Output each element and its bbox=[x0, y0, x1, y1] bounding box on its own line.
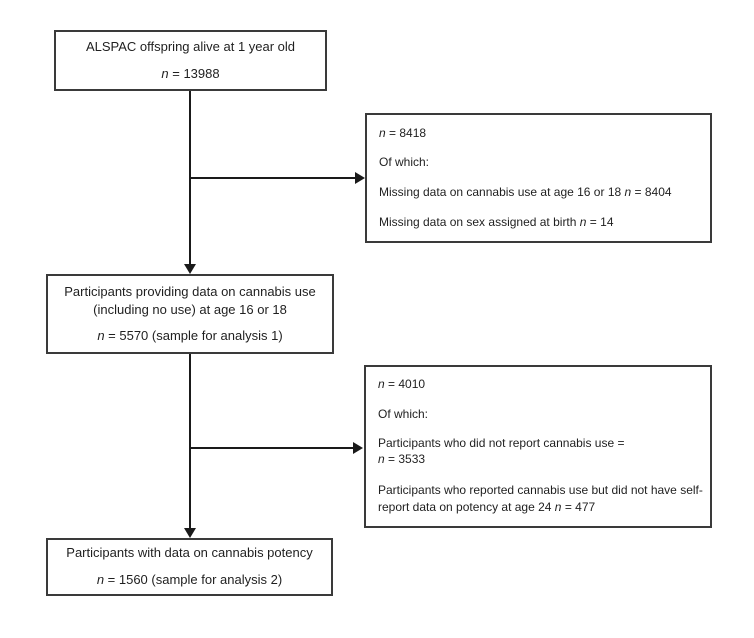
exclusion-item: Missing data on cannabis use at age 16 o… bbox=[379, 185, 672, 201]
italic-n: n bbox=[161, 65, 169, 81]
italic-n: n bbox=[579, 214, 587, 229]
node-count: n = 1560 (sample for analysis 2) bbox=[97, 572, 282, 589]
italic-n: n bbox=[378, 452, 385, 467]
item-count: = 8404 bbox=[631, 185, 672, 199]
exclusion-count: n = 8418 bbox=[379, 126, 426, 142]
node-title-line1: Participants providing data on cannabis … bbox=[64, 284, 316, 299]
node-analysis-1: Participants providing data on cannabis … bbox=[46, 274, 334, 354]
italic-n: n bbox=[379, 125, 386, 140]
item-text: Participants who did not report cannabis… bbox=[378, 436, 625, 451]
node-title-line2: (including no use) at age 16 or 18 bbox=[93, 301, 287, 317]
item-count: = 3533 bbox=[384, 452, 426, 467]
connector-branch-exclusion1 bbox=[189, 177, 356, 179]
italic-n: n bbox=[378, 377, 385, 392]
exclusion-item: Participants who did not report cannabis… bbox=[378, 436, 624, 467]
node-title-group: Participants providing data on cannabis … bbox=[64, 283, 316, 318]
arrowhead-right-icon bbox=[353, 442, 363, 454]
node-alspac-offspring: ALSPAC offspring alive at 1 year old n =… bbox=[54, 30, 327, 91]
of-which-label: Of which: bbox=[379, 155, 430, 170]
node-exclusion-1: n = 8418 Of which: Missing data on canna… bbox=[365, 113, 712, 243]
arrowhead-right-icon bbox=[355, 172, 365, 184]
arrowhead-down-icon bbox=[184, 528, 196, 538]
italic-n: n bbox=[97, 328, 105, 344]
count-text: = 13988 bbox=[168, 65, 220, 81]
italic-n: n bbox=[96, 572, 105, 587]
count-text: = 1560 (sample for analysis 2) bbox=[104, 572, 283, 587]
exclusion-count: n = 4010 bbox=[378, 377, 425, 393]
item-text: Participants who reported cannabis use b… bbox=[378, 482, 703, 514]
count-text: = 4010 bbox=[384, 377, 426, 392]
item-text: Missing data on sex assigned at birth bbox=[379, 214, 580, 229]
node-analysis-2: Participants with data on cannabis poten… bbox=[46, 538, 333, 596]
count-text: = 5570 (sample for analysis 1) bbox=[104, 328, 283, 344]
node-exclusion-2: n = 4010 Of which: Participants who did … bbox=[364, 365, 712, 528]
exclusion-item: Missing data on sex assigned at birth n … bbox=[379, 215, 614, 231]
count-text: = 8418 bbox=[385, 125, 427, 140]
connector-analysis1-to-analysis2 bbox=[189, 354, 191, 529]
italic-n: n bbox=[624, 185, 632, 199]
item-count: = 14 bbox=[586, 214, 614, 229]
italic-n: n bbox=[554, 499, 562, 514]
arrowhead-down-icon bbox=[184, 264, 196, 274]
connector-branch-exclusion2 bbox=[189, 447, 354, 449]
node-count: n = 13988 bbox=[161, 66, 219, 83]
node-title: ALSPAC offspring alive at 1 year old bbox=[85, 38, 296, 54]
node-title: Participants with data on cannabis poten… bbox=[66, 545, 313, 561]
item-count-line: n = 3533 bbox=[378, 452, 624, 468]
exclusion-item: Participants who reported cannabis use b… bbox=[378, 482, 704, 516]
item-count: = 477 bbox=[561, 499, 596, 514]
node-count: n = 5570 (sample for analysis 1) bbox=[97, 328, 282, 345]
item-text: Missing data on cannabis use at age 16 o… bbox=[379, 185, 625, 199]
of-which-label: Of which: bbox=[378, 406, 429, 421]
